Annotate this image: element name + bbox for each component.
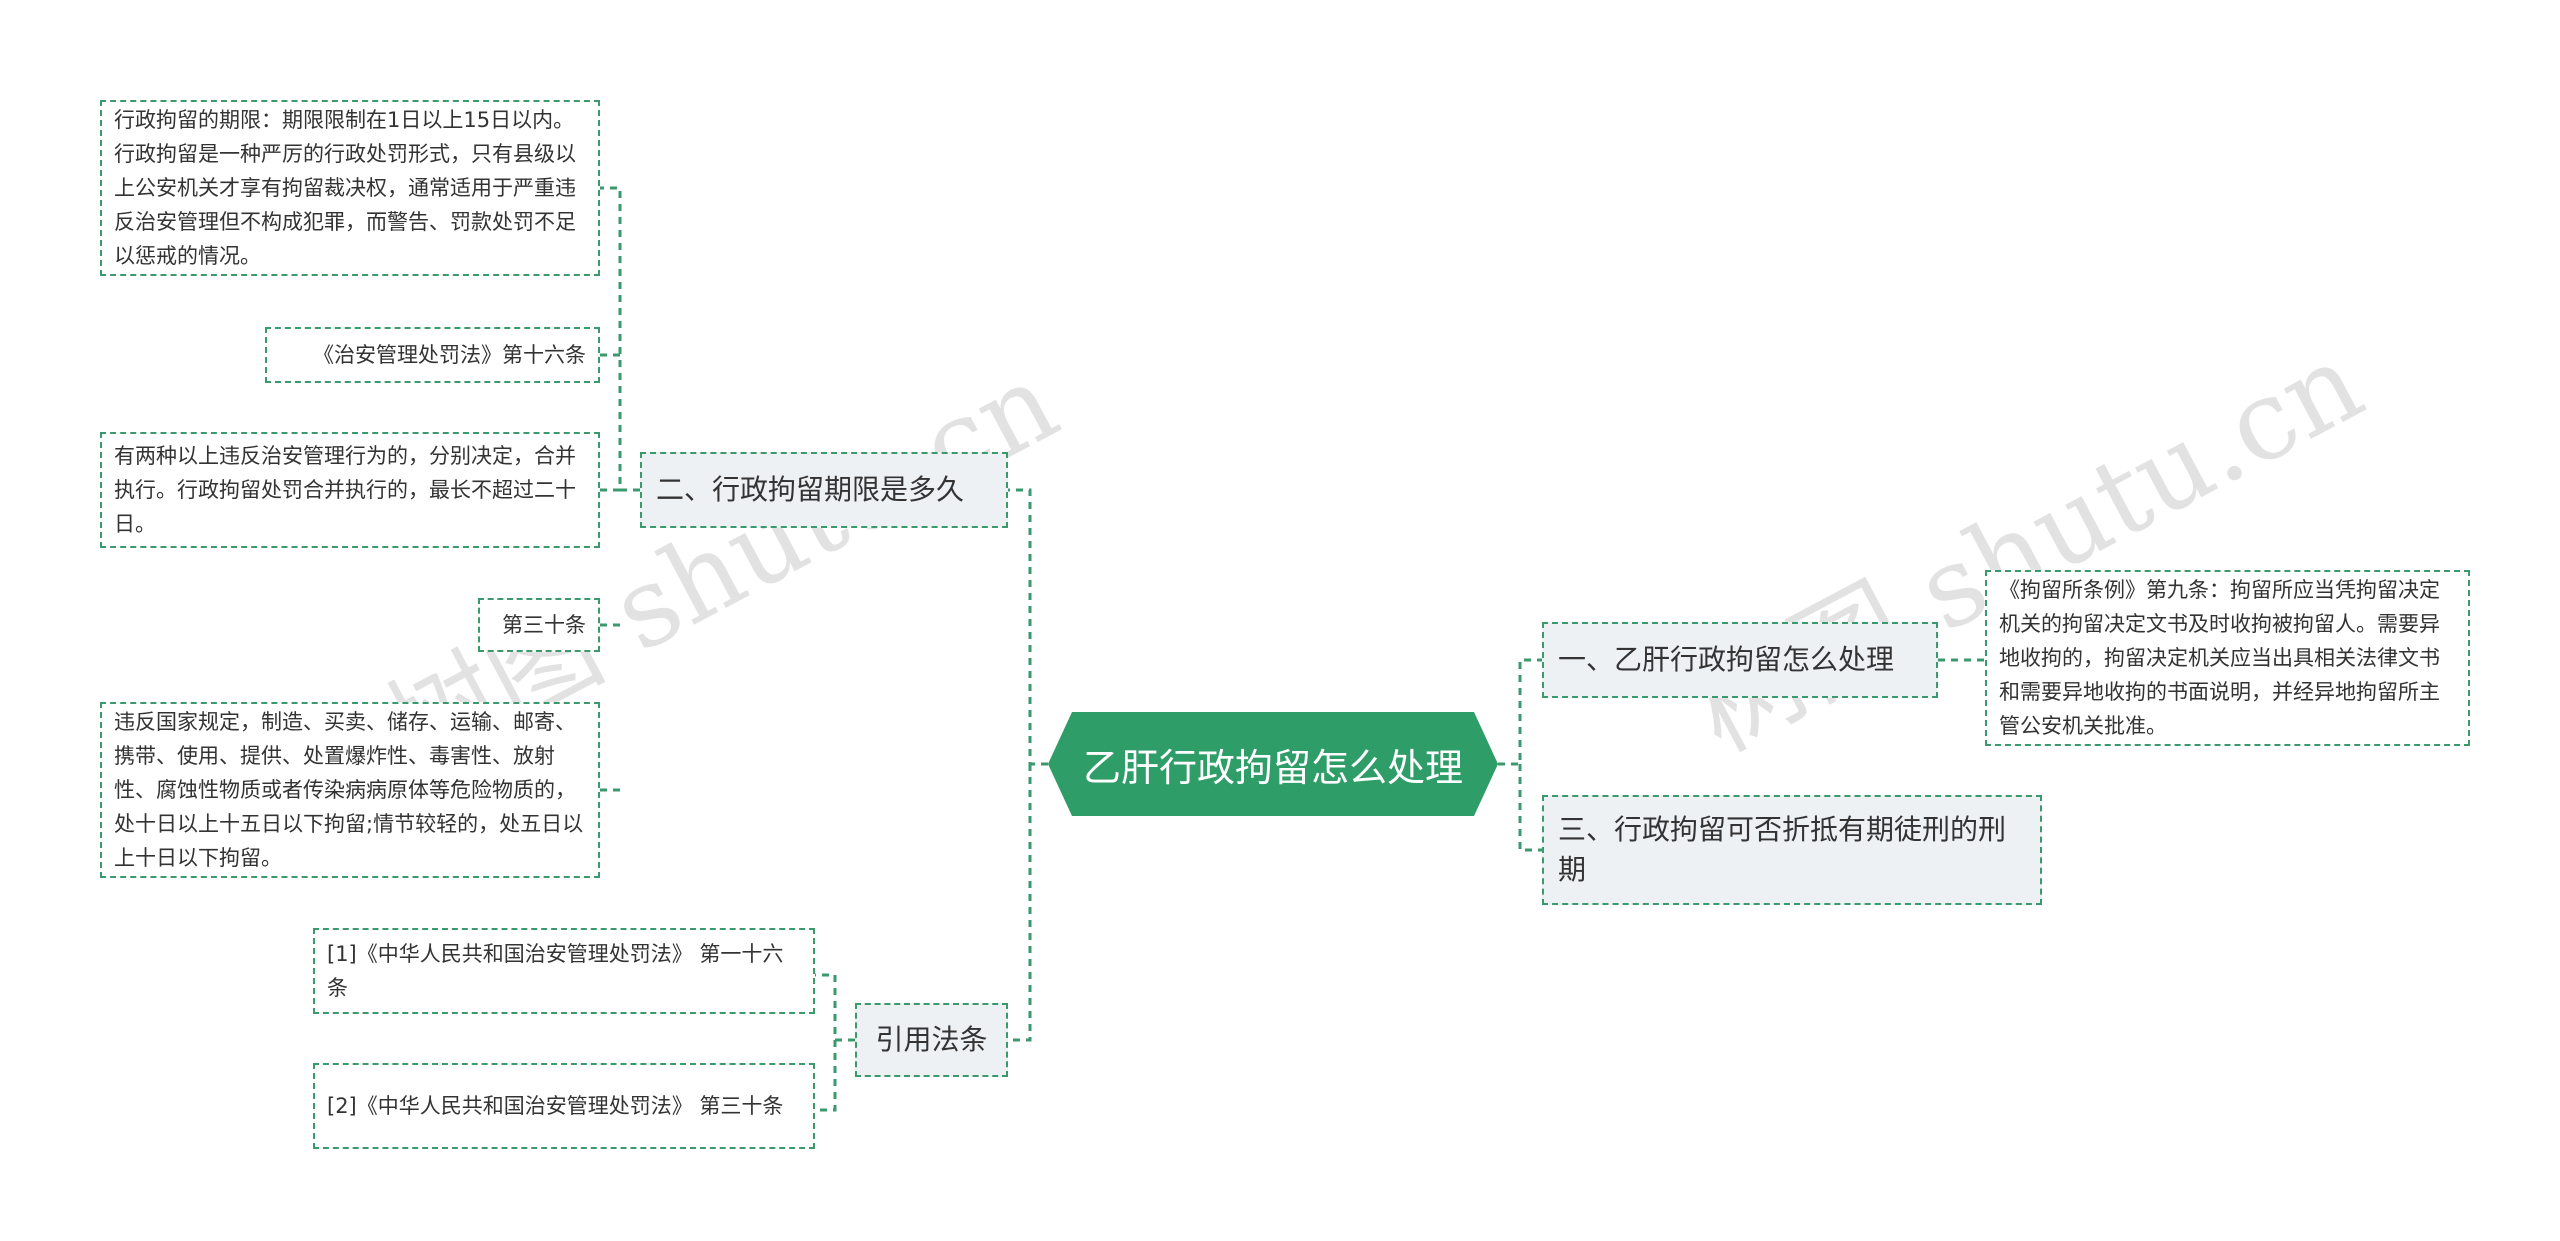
leaf-duration-limit[interactable]: 行政拘留的期限：期限限制在1日以上15日以内。行政拘留是一种严厉的行政处罚形式，…	[100, 100, 600, 276]
connector-root-cite	[1008, 764, 1032, 1042]
branch-handling-label: 一、乙肝行政拘留怎么处理	[1558, 643, 1895, 676]
leaf-article-30-text: 第三十条	[502, 613, 586, 637]
citation-item-2[interactable]: [2]《中华人民共和国治安管理处罚法》 第三十条	[313, 1063, 815, 1149]
branch-citations[interactable]: 引用法条	[855, 1003, 1008, 1077]
leaf-dangerous-substances[interactable]: 违反国家规定，制造、买卖、储存、运输、邮寄、携带、使用、提供、处置爆炸性、毒害性…	[100, 702, 600, 878]
branch-offset-label: 三、行政拘留可否折抵有期徒刑的刑期	[1558, 813, 2007, 886]
connector-b2-leaves	[600, 186, 640, 792]
root-topic[interactable]: 乙肝行政拘留怎么处理	[1048, 712, 1498, 816]
branch-handling[interactable]: 一、乙肝行政拘留怎么处理	[1542, 622, 1938, 698]
leaf-detention-regulation[interactable]: 《拘留所条例》第九条：拘留所应当凭拘留决定机关的拘留决定文书及时收拘被拘留人。需…	[1985, 570, 2470, 746]
leaf-detention-regulation-text: 《拘留所条例》第九条：拘留所应当凭拘留决定机关的拘留决定文书及时收拘被拘留人。需…	[1999, 578, 2440, 738]
connector-root-b3	[1518, 764, 1542, 852]
citation-item-1[interactable]: [1]《中华人民共和国治安管理处罚法》 第一十六条	[313, 928, 815, 1014]
connector-cite-leaves	[815, 973, 855, 1112]
connector-root-b1	[1498, 658, 1542, 766]
branch-duration-label: 二、行政拘留期限是多久	[656, 473, 965, 506]
root-topic-label: 乙肝行政拘留怎么处理	[1082, 745, 1463, 790]
leaf-article-16[interactable]: 《治安管理处罚法》第十六条	[265, 327, 600, 383]
branch-duration[interactable]: 二、行政拘留期限是多久	[640, 452, 1008, 528]
leaf-combined-execution-text: 有两种以上违反治安管理行为的，分别决定，合并执行。行政拘留处罚合并执行的，最长不…	[114, 444, 576, 536]
citation-item-1-text: [1]《中华人民共和国治安管理处罚法》 第一十六条	[327, 942, 784, 1000]
leaf-combined-execution[interactable]: 有两种以上违反治安管理行为的，分别决定，合并执行。行政拘留处罚合并执行的，最长不…	[100, 432, 600, 548]
citation-item-2-text: [2]《中华人民共和国治安管理处罚法》 第三十条	[327, 1094, 784, 1118]
leaf-duration-limit-text: 行政拘留的期限：期限限制在1日以上15日以内。行政拘留是一种严厉的行政处罚形式，…	[114, 108, 576, 268]
branch-citations-label: 引用法条	[875, 1023, 988, 1056]
connector-root-b2	[1008, 488, 1048, 766]
leaf-article-30[interactable]: 第三十条	[478, 598, 600, 652]
branch-offset[interactable]: 三、行政拘留可否折抵有期徒刑的刑期	[1542, 795, 2042, 905]
leaf-article-16-text: 《治安管理处罚法》第十六条	[313, 343, 586, 367]
leaf-dangerous-substances-text: 违反国家规定，制造、买卖、储存、运输、邮寄、携带、使用、提供、处置爆炸性、毒害性…	[114, 710, 584, 870]
